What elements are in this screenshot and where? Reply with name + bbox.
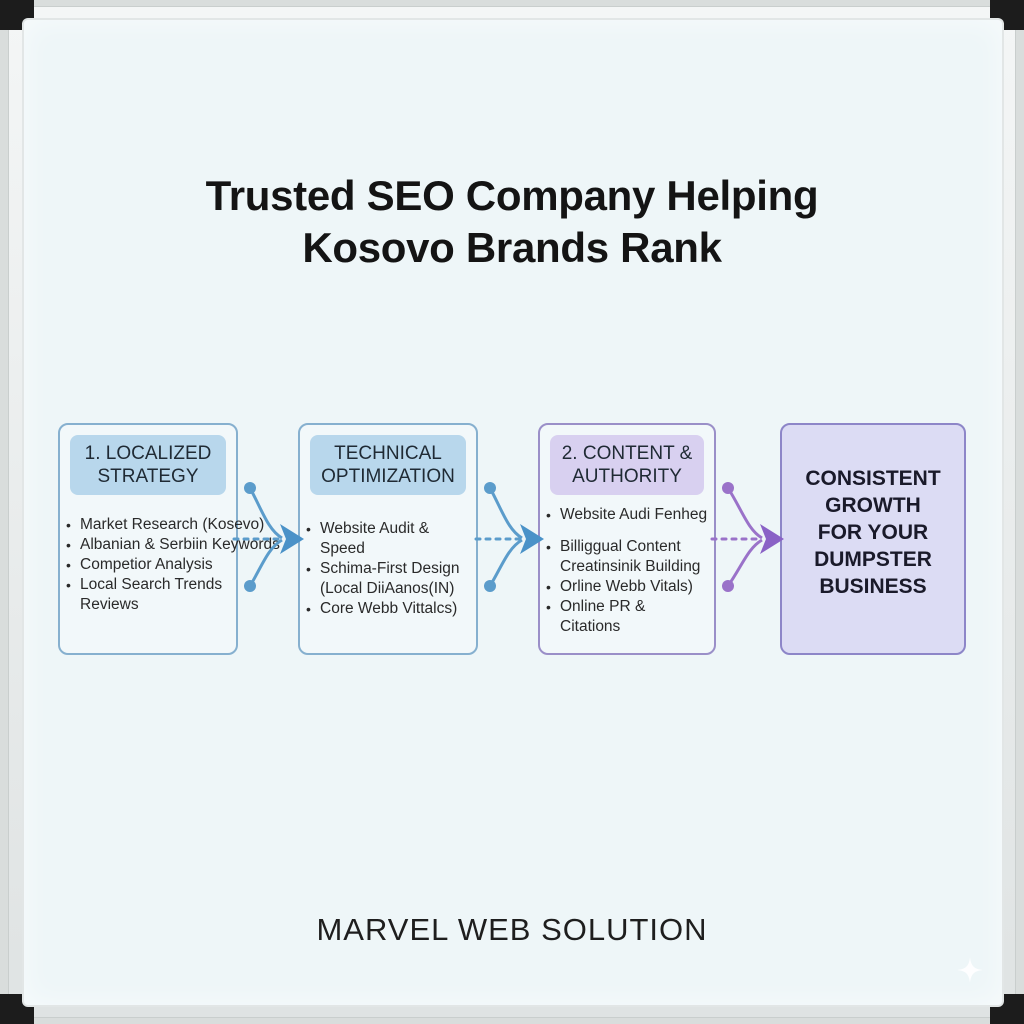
step-heading-text: 1. LOCALIZED STRATEGY <box>84 443 212 487</box>
connector-node <box>722 482 734 494</box>
connector-node <box>722 580 734 592</box>
step-heading: TECHNICAL OPTIMIZATION <box>310 435 466 495</box>
step-heading-text: TECHNICAL OPTIMIZATION <box>321 443 455 487</box>
list-item-continuation: (Local DiiAanos(IN) <box>320 580 455 597</box>
list-item: Albanian & Serbiin Keywords <box>66 535 280 555</box>
connector-node <box>244 580 256 592</box>
connector-node <box>484 580 496 592</box>
connector-arrow-3 <box>710 487 764 587</box>
step-box-technical-optimization: TECHNICAL OPTIMIZATION Website Audit & S… <box>298 423 478 655</box>
step-heading: 2. CONTENT & AUTHORITY <box>550 435 704 495</box>
list-item: Website Audit & <box>306 519 516 539</box>
connector-node <box>484 482 496 494</box>
step-box-content-authority: 2. CONTENT & AUTHORITY Website Audi Fenh… <box>538 423 716 655</box>
list-item: Online PR & <box>546 597 754 617</box>
list-item-continuation: Citations <box>560 618 621 635</box>
page-title: Trusted SEO Company Helping Kosovo Brand… <box>0 170 1024 274</box>
list-item: Competior Analysis <box>66 555 276 575</box>
step-item-list: Website Audi Fenheg Billiggual Content C… <box>546 505 754 637</box>
arrow-head-icon <box>520 524 544 554</box>
result-box: CONSISTENT GROWTH FOR YOUR DUMPSTER BUSI… <box>780 423 966 655</box>
list-item-continuation: Creatinsinik Building <box>560 558 701 575</box>
arrow-head-icon <box>280 524 304 554</box>
list-item-continuation: Reviews <box>80 596 139 613</box>
connector-arrow-1 <box>232 487 284 587</box>
list-item: Core Webb Vittalcs) <box>306 599 516 619</box>
step-item-list: Website Audit & Speed Schima-First Desig… <box>306 519 516 619</box>
result-text: CONSISTENT GROWTH FOR YOUR DUMPSTER BUSI… <box>805 467 941 598</box>
arrow-head-icon <box>760 524 784 554</box>
step-heading-text: 2. CONTENT & AUTHORITY <box>561 443 693 487</box>
sparkle-icon <box>957 957 983 983</box>
title-line: Kosovo Brands Rank <box>302 224 722 271</box>
title-line: Trusted SEO Company Helping <box>205 172 819 219</box>
list-item: Local Search Trends <box>66 575 276 595</box>
list-item: Billiggual Content <box>546 537 754 557</box>
connector-arrow-2 <box>474 487 524 587</box>
list-item: Orline Webb Vitals) <box>546 577 754 597</box>
step-heading: 1. LOCALIZED STRATEGY <box>70 435 226 495</box>
list-item-continuation: Speed <box>320 540 365 557</box>
connector-node <box>244 482 256 494</box>
list-item: Schima-First Design <box>306 559 516 579</box>
list-item: Website Audi Fenheg <box>546 505 754 525</box>
step-box-localized-strategy: 1. LOCALIZED STRATEGY Market Research (K… <box>58 423 280 655</box>
step-item-list: Market Research (Kosevo) Albanian & Serb… <box>66 515 280 615</box>
footer-brand: MARVEL WEB SOLUTION <box>316 912 708 947</box>
list-item: Market Research (Kosevo) <box>66 515 276 535</box>
